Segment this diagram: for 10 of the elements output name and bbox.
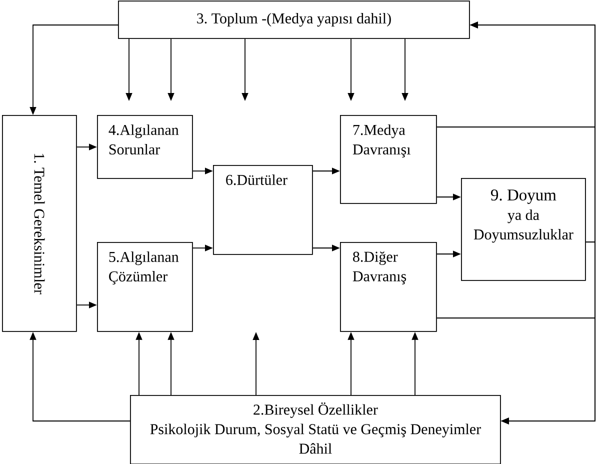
process-box: 8.Diğer Davranış [340, 242, 437, 332]
process-box: 9. Doyum ya da Doyumsuzluklar [461, 178, 586, 281]
process-box: 5.Algılanan Çözümler [97, 242, 193, 332]
arrow [436, 318, 596, 424]
process-box: 7.Medya Davranışı [340, 115, 437, 204]
process-box: 4.Algılanan Sorunlar [97, 115, 193, 179]
process-box: 3. Toplum -(Medya yapısı dahil) [118, 0, 470, 39]
process-box: 1. Temel Gereksinimler [2, 115, 77, 332]
process-box: 6.Dürtüler [213, 165, 313, 255]
process-box: 2.Bireysel Özellikler Psikolojik Durum, Sosyal Statü ve Geçmiş Deneyimler Dâhil [130, 395, 501, 464]
